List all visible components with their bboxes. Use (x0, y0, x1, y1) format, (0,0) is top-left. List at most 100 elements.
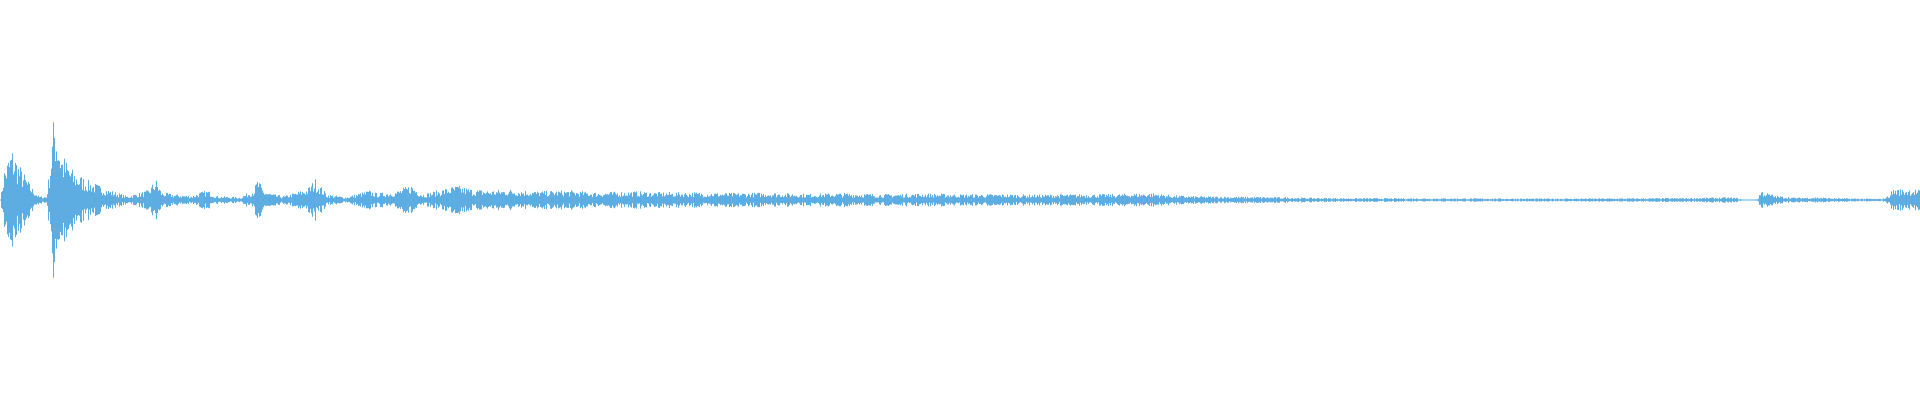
waveform-sample-bar (239, 197, 240, 203)
waveform-sample-bar (1781, 196, 1782, 204)
waveform-sample-bar (999, 195, 1000, 205)
waveform-sample-bar (1350, 198, 1351, 202)
waveform-sample-bar (1300, 199, 1301, 201)
waveform-sample-bar (846, 194, 847, 206)
waveform-sample-bar (1590, 198, 1591, 202)
waveform-sample-bar (1838, 198, 1839, 202)
waveform-sample-bar (1110, 194, 1111, 206)
waveform-sample-bar (836, 193, 837, 207)
waveform-sample-bar (673, 196, 674, 204)
waveform-sample-bar (1612, 198, 1613, 202)
waveform-sample-bar (1805, 198, 1806, 202)
waveform-sample-bar (15, 162, 16, 238)
waveform-sample-bar (1289, 198, 1290, 202)
waveform-sample-bar (1561, 198, 1562, 202)
waveform-sample-bar (865, 195, 866, 205)
waveform-sample-bar (3, 187, 4, 213)
waveform-sample-bar (1483, 199, 1484, 201)
waveform-sample-bar (1297, 198, 1298, 202)
waveform-sample-bar (894, 195, 895, 205)
waveform-sample-bar (1572, 199, 1573, 201)
waveform-sample-bar (1201, 196, 1202, 204)
waveform-sample-bar (1341, 198, 1342, 202)
waveform-sample-bar (1429, 198, 1430, 202)
waveform-sample-bar (1698, 199, 1699, 201)
waveform-sample-bar (821, 196, 822, 204)
waveform-sample-bar (303, 193, 304, 207)
waveform-sample-bar (266, 194, 267, 206)
waveform-sample-bar (1672, 198, 1673, 202)
waveform-sample-bar (906, 193, 907, 207)
waveform-sample-bar (1473, 198, 1474, 202)
waveform-sample-bar (477, 190, 478, 210)
waveform-sample-bar (1457, 198, 1458, 202)
waveform-sample-bar (157, 186, 158, 214)
waveform-sample-bar (497, 192, 498, 208)
waveform-sample-bar (634, 191, 635, 209)
waveform-sample-bar (1596, 198, 1597, 202)
waveform-sample-bar (341, 196, 342, 204)
waveform-sample-bar (1257, 197, 1258, 203)
waveform-sample-bar (199, 193, 200, 207)
waveform-sample-bar (1019, 197, 1020, 203)
waveform-sample-bar (1106, 195, 1107, 205)
waveform-sample-bar (25, 180, 26, 220)
waveform-sample-bar (1790, 198, 1791, 202)
waveform-sample-bar (1622, 198, 1623, 202)
waveform-sample-bar (48, 179, 49, 221)
waveform-sample-bar (185, 196, 186, 204)
waveform-sample-bar (1346, 198, 1347, 202)
waveform-sample-bar (1408, 198, 1409, 202)
waveform-sample-bar (605, 193, 606, 207)
waveform-sample-bar (1508, 199, 1509, 201)
waveform-sample-bar (137, 197, 138, 203)
waveform-sample-bar (427, 193, 428, 207)
waveform-sample-bar (1777, 195, 1778, 205)
waveform-sample-bar (1090, 197, 1091, 203)
waveform-sample-bar (1553, 199, 1554, 201)
waveform-sample-bar (1311, 197, 1312, 203)
waveform-sample-bar (1435, 199, 1436, 201)
waveform-sample-bar (566, 192, 567, 208)
waveform-sample-bar (1742, 199, 1743, 201)
waveform-sample-bar (1534, 199, 1535, 201)
waveform-sample-bar (1430, 199, 1431, 201)
waveform-sample-bar (1004, 197, 1005, 203)
waveform-sample-bar (1659, 198, 1660, 202)
waveform-sample-bar (1290, 198, 1291, 202)
waveform-sample-bar (837, 194, 838, 206)
waveform-sample-bar (148, 191, 149, 209)
waveform-sample-bar (1196, 196, 1197, 204)
waveform-sample-bar (1211, 198, 1212, 202)
waveform-sample-bar (735, 194, 736, 206)
waveform-sample-bar (77, 184, 78, 216)
waveform-sample-bar (1318, 198, 1319, 202)
waveform-sample-bar (1640, 199, 1641, 201)
waveform-sample-bar (431, 195, 432, 205)
waveform-sample-bar (1176, 195, 1177, 205)
waveform-sample-bar (1751, 199, 1752, 201)
waveform-sample-bar (678, 192, 679, 208)
waveform-sample-bar (620, 196, 621, 204)
waveform-sample-bar (644, 192, 645, 208)
waveform-sample-bar (1, 192, 2, 208)
waveform-sample-bar (1005, 196, 1006, 204)
waveform-sample-bar (1249, 198, 1250, 202)
waveform-sample-bar (1660, 199, 1661, 201)
waveform-sample-bar (1065, 195, 1066, 205)
waveform-sample-bar (420, 195, 421, 205)
waveform-sample-bar (1724, 197, 1725, 203)
waveform-sample-bar (896, 195, 897, 205)
waveform-sample-bar (1563, 199, 1564, 201)
waveform-sample-bar (1516, 199, 1517, 201)
waveform-sample-bar (960, 194, 961, 206)
waveform-sample-bar (1621, 198, 1622, 202)
waveform-sample-bar (1338, 199, 1339, 201)
waveform-sample-bar (1119, 194, 1120, 206)
waveform-sample-bar (747, 195, 748, 204)
waveform-sample-bar (660, 193, 661, 207)
waveform-sample-bar (1189, 196, 1190, 204)
waveform-sample-bar (649, 193, 650, 207)
waveform-sample-bar (234, 198, 235, 202)
